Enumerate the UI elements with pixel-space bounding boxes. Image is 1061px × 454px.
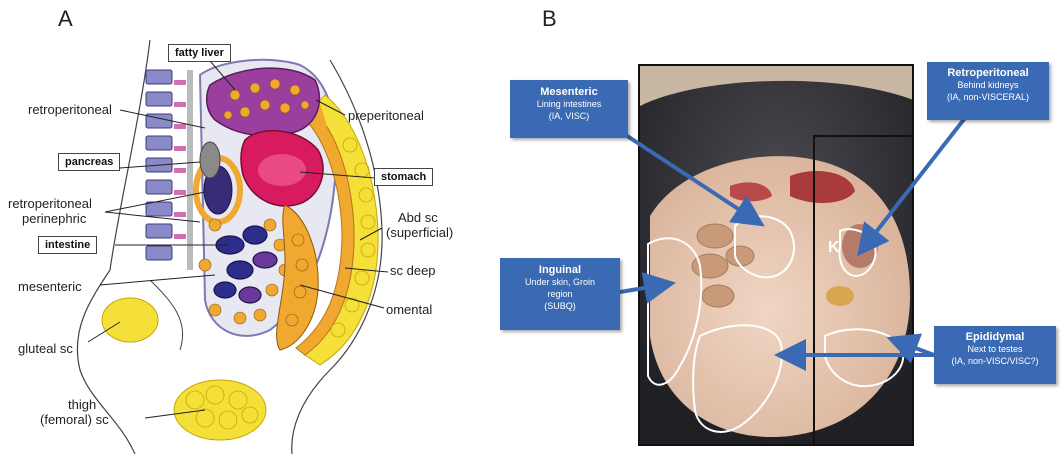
callout-mesenteric-title: Mesenteric — [510, 86, 628, 98]
yellow-organ — [826, 286, 854, 306]
label-pancreas: pancreas — [58, 153, 120, 171]
label-sc-deep: sc deep — [390, 263, 436, 278]
stomach-inner — [258, 154, 306, 186]
label-omental: omental — [386, 302, 432, 317]
callout-epididymal-line1: Next to testes — [934, 343, 1056, 355]
label-thigh-1: thigh — [68, 397, 96, 412]
callout-mesenteric: Mesenteric Lining intestines (IA, VISC) — [510, 80, 628, 138]
callout-mesenteric-line2: (IA, VISC) — [510, 110, 628, 122]
label-stomach: stomach — [374, 168, 433, 186]
photo-illustration: K — [640, 66, 914, 446]
callout-inguinal-line2: region — [500, 288, 620, 300]
callout-inguinal: Inguinal Under skin, Groin region (SUBQ) — [500, 258, 620, 330]
label-retroperitoneal-perinephric-1: retroperitoneal — [8, 196, 92, 211]
callout-retroperitoneal-line1: Behind kidneys — [927, 79, 1049, 91]
label-gluteal-sc: gluteal sc — [18, 341, 73, 356]
label-fatty-liver: fatty liver — [168, 44, 231, 62]
label-abd-sc-1: Abd sc — [398, 210, 438, 225]
label-preperitoneal: preperitoneal — [348, 108, 424, 123]
callout-inguinal-line3: (SUBQ) — [500, 300, 620, 312]
callout-mesenteric-line1: Lining intestines — [510, 98, 628, 110]
femoral-sc-fat — [174, 380, 266, 440]
callout-retroperitoneal: Retroperitoneal Behind kidneys (IA, non-… — [927, 62, 1049, 120]
kidney-marker: K — [828, 239, 840, 256]
callout-inguinal-line1: Under skin, Groin — [500, 276, 620, 288]
spinal-discs — [174, 80, 186, 239]
callout-retroperitoneal-line2: (IA, non-VISCERAL) — [927, 91, 1049, 103]
panel-label-b: B — [542, 6, 557, 32]
label-thigh-2: (femoral) sc — [40, 412, 109, 427]
callout-retroperitoneal-title: Retroperitoneal — [927, 67, 1049, 79]
label-retroperitoneal: retroperitoneal — [28, 102, 112, 117]
label-mesenteric: mesenteric — [18, 279, 82, 294]
gluteal-sc-fat — [102, 298, 158, 342]
label-intestine: intestine — [38, 236, 97, 254]
callout-epididymal-line2: (IA, non-VISC/VISC?) — [934, 355, 1056, 367]
dissection-photo: K — [638, 64, 914, 446]
open-cavity — [650, 156, 910, 437]
label-abd-sc-2: (superficial) — [386, 225, 453, 240]
pancreas-shape — [200, 142, 220, 178]
label-retroperitoneal-perinephric-2: perinephric — [22, 211, 86, 226]
callout-inguinal-title: Inguinal — [500, 264, 620, 276]
callout-epididymal-title: Epididymal — [934, 331, 1056, 343]
callout-epididymal: Epididymal Next to testes (IA, non-VISC/… — [934, 326, 1056, 384]
